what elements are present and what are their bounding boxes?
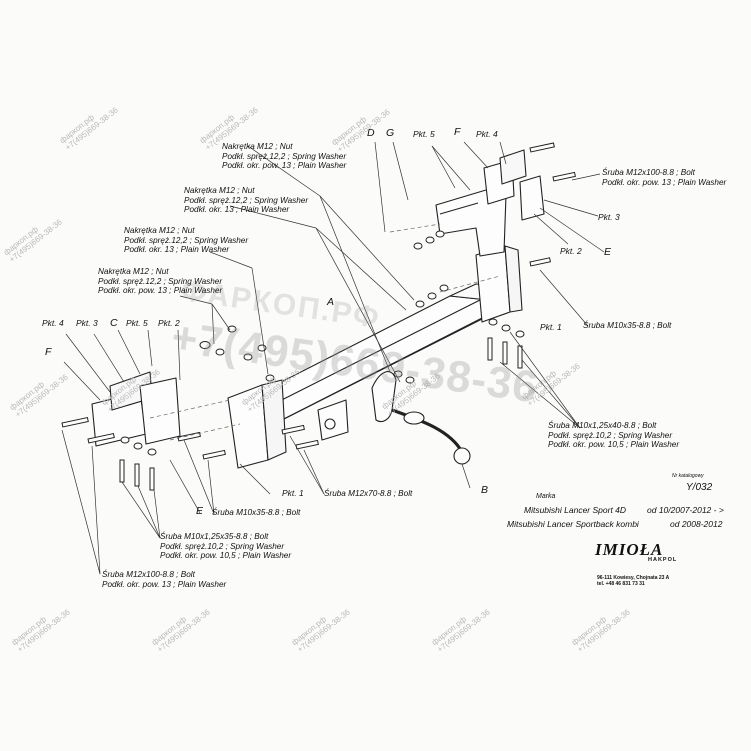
letter-d: D bbox=[367, 127, 375, 139]
left-bracket bbox=[227, 379, 287, 469]
leader-lines bbox=[61, 141, 605, 575]
part-pkt1-left: Pkt. 1 bbox=[282, 488, 304, 498]
brand-logo: IMIOŁA bbox=[595, 540, 664, 559]
socket-plate bbox=[317, 399, 349, 441]
part-pkt1-right: Pkt. 1 bbox=[540, 322, 562, 332]
part-pkt5-right: Pkt. 5 bbox=[413, 129, 435, 139]
part-pkt3-left: Pkt. 3 bbox=[76, 318, 98, 328]
brand-logo-sub: HAKPOL bbox=[648, 557, 678, 563]
left-side-bracket bbox=[91, 371, 181, 447]
label-bolt-m10x35-left: Śruba M10x35-8.8 ; Bolt bbox=[212, 508, 301, 517]
part-pkt4-left: Pkt. 4 bbox=[42, 318, 64, 328]
letter-e-right: E bbox=[604, 246, 612, 258]
part-pkt3-right: Pkt. 3 bbox=[598, 212, 620, 222]
letter-b: B bbox=[481, 484, 489, 496]
model-1-years: od 10/2007-2012 - > bbox=[647, 505, 724, 515]
letter-a: A bbox=[327, 296, 335, 308]
brand-address: 96-111 Kowiesy, Chojnata 23 A tel. +48 4… bbox=[597, 575, 670, 587]
part-pkt2-left: Pkt. 2 bbox=[158, 318, 180, 328]
letter-c: C bbox=[110, 317, 118, 329]
dashed-axes bbox=[149, 223, 501, 441]
right-bracket bbox=[475, 245, 523, 323]
tow-ball bbox=[371, 371, 471, 465]
part-pkt2-right: Pkt. 2 bbox=[560, 246, 582, 256]
label-bolt-m12x70: Śruba M12x70-8.8 ; Bolt bbox=[324, 489, 413, 498]
catalog-number: Y/032 bbox=[686, 482, 713, 493]
part-pkt5-left: Pkt. 5 bbox=[126, 318, 148, 328]
label-bolt-m10x35-right: Śruba M10x35-8.8 ; Bolt bbox=[583, 321, 672, 330]
model-2: Mitsubishi Lancer Sportback kombi bbox=[507, 519, 639, 529]
washers bbox=[120, 230, 525, 456]
catalog-label: Nr katalogowy bbox=[672, 473, 704, 479]
letter-g: G bbox=[386, 127, 395, 139]
right-clamp bbox=[483, 149, 545, 221]
model-2-years: od 2008-2012 bbox=[670, 519, 723, 529]
letter-f-right: F bbox=[454, 126, 461, 138]
model-1: Mitsubishi Lancer Sport 4D bbox=[524, 505, 627, 515]
letter-f-left: F bbox=[45, 346, 52, 358]
bolts bbox=[61, 142, 576, 491]
letter-e-left: E bbox=[196, 505, 204, 517]
marka-label: Marka bbox=[536, 493, 556, 500]
part-pkt4-right: Pkt. 4 bbox=[476, 129, 498, 139]
